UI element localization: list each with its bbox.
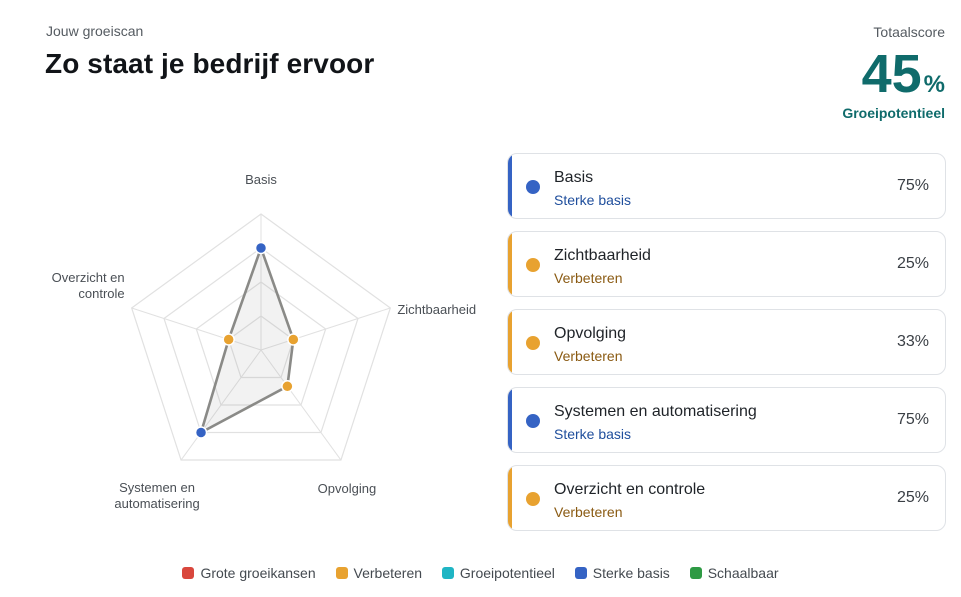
card-accent-bar	[508, 466, 512, 530]
category-cards: Basis Sterke basis 75% Zichtbaarheid Ver…	[507, 153, 946, 543]
category-name: Opvolging	[554, 325, 627, 342]
category-card-basis[interactable]: Basis Sterke basis 75%	[507, 153, 946, 219]
category-score: 33%	[896, 333, 929, 350]
radar-point	[281, 380, 294, 393]
radar-grid-ring	[195, 281, 327, 406]
card-accent-bar	[508, 232, 512, 296]
total-score-caption: Groeipotentieel	[842, 105, 945, 121]
category-name: Overzicht en controle	[554, 481, 706, 498]
radar-spoke	[260, 349, 342, 461]
legend-label: Groeipotentieel	[459, 565, 555, 581]
legend-swatch	[574, 567, 587, 579]
card-accent-bar	[508, 310, 512, 374]
total-score-unit: %	[923, 71, 945, 98]
legend-swatch	[441, 567, 454, 579]
category-card-overzicht[interactable]: Overzicht en controle Verbeteren 25%	[507, 465, 946, 531]
status-dot	[526, 180, 540, 194]
legend-swatch	[182, 567, 195, 579]
radar-point	[254, 241, 268, 255]
radar-axis-label: Opvolging	[318, 481, 377, 496]
category-name: Systemen en automatisering	[554, 403, 757, 420]
category-card-opvolging[interactable]: Opvolging Verbeteren 33%	[507, 309, 946, 375]
page-subtitle: Jouw groeiscan	[46, 23, 144, 39]
category-status: Sterke basis	[554, 192, 632, 208]
radar-point	[194, 426, 208, 439]
total-score-label: Totaalscore	[873, 24, 945, 40]
legend-item-schaalbaar: Schaalbaar	[689, 565, 779, 581]
radar-axis-label: Zichtbaarheid	[397, 302, 476, 317]
legend-label: Schaalbaar	[707, 565, 779, 581]
legend-label: Sterke basis	[592, 565, 670, 581]
chart-legend: Grote groeikansen Verbeteren Groeipotent…	[0, 565, 961, 581]
card-accent-bar	[508, 154, 512, 218]
radar-data-area	[199, 246, 295, 434]
total-score: 45%	[862, 44, 945, 104]
category-status: Sterke basis	[554, 426, 632, 442]
category-score: 75%	[896, 411, 929, 428]
category-card-zichtbaarheid[interactable]: Zichtbaarheid Verbeteren 25%	[507, 231, 946, 297]
status-dot	[526, 258, 540, 272]
card-accent-bar	[508, 388, 512, 452]
legend-label: Grote groeikansen	[200, 565, 316, 581]
category-status: Verbeteren	[554, 348, 623, 364]
radar-axis-label: Basis	[245, 172, 277, 187]
radar-point	[287, 333, 300, 346]
status-dot	[526, 336, 540, 350]
radar-grid-ring	[163, 247, 359, 434]
page-title: Zo staat je bedrijf ervoor	[45, 48, 375, 79]
radar-spoke	[131, 307, 262, 351]
radar-grid-ring	[227, 315, 295, 379]
legend-swatch	[689, 567, 702, 579]
legend-item-grote-groeikansen: Grote groeikansen	[182, 565, 316, 581]
legend-label: Verbeteren	[353, 565, 423, 581]
category-status: Verbeteren	[554, 270, 623, 286]
status-dot	[526, 492, 540, 506]
category-score: 75%	[896, 177, 929, 194]
legend-item-verbeteren: Verbeteren	[335, 565, 423, 581]
legend-item-groeipotentieel: Groeipotentieel	[441, 565, 555, 581]
category-status: Verbeteren	[554, 504, 623, 520]
radar-spoke	[260, 307, 391, 351]
radar-grid-ring	[130, 213, 392, 461]
category-score: 25%	[896, 255, 929, 272]
total-score-value: 45	[861, 44, 922, 104]
category-name: Zichtbaarheid	[554, 247, 651, 264]
category-name: Basis	[554, 169, 594, 186]
legend-swatch	[335, 567, 348, 579]
category-card-systemen[interactable]: Systemen en automatisering Sterke basis …	[507, 387, 946, 453]
status-dot	[526, 414, 540, 428]
radar-spoke	[180, 349, 262, 461]
legend-item-sterke-basis: Sterke basis	[574, 565, 670, 581]
category-score: 25%	[896, 489, 929, 506]
radar-point	[222, 333, 235, 346]
